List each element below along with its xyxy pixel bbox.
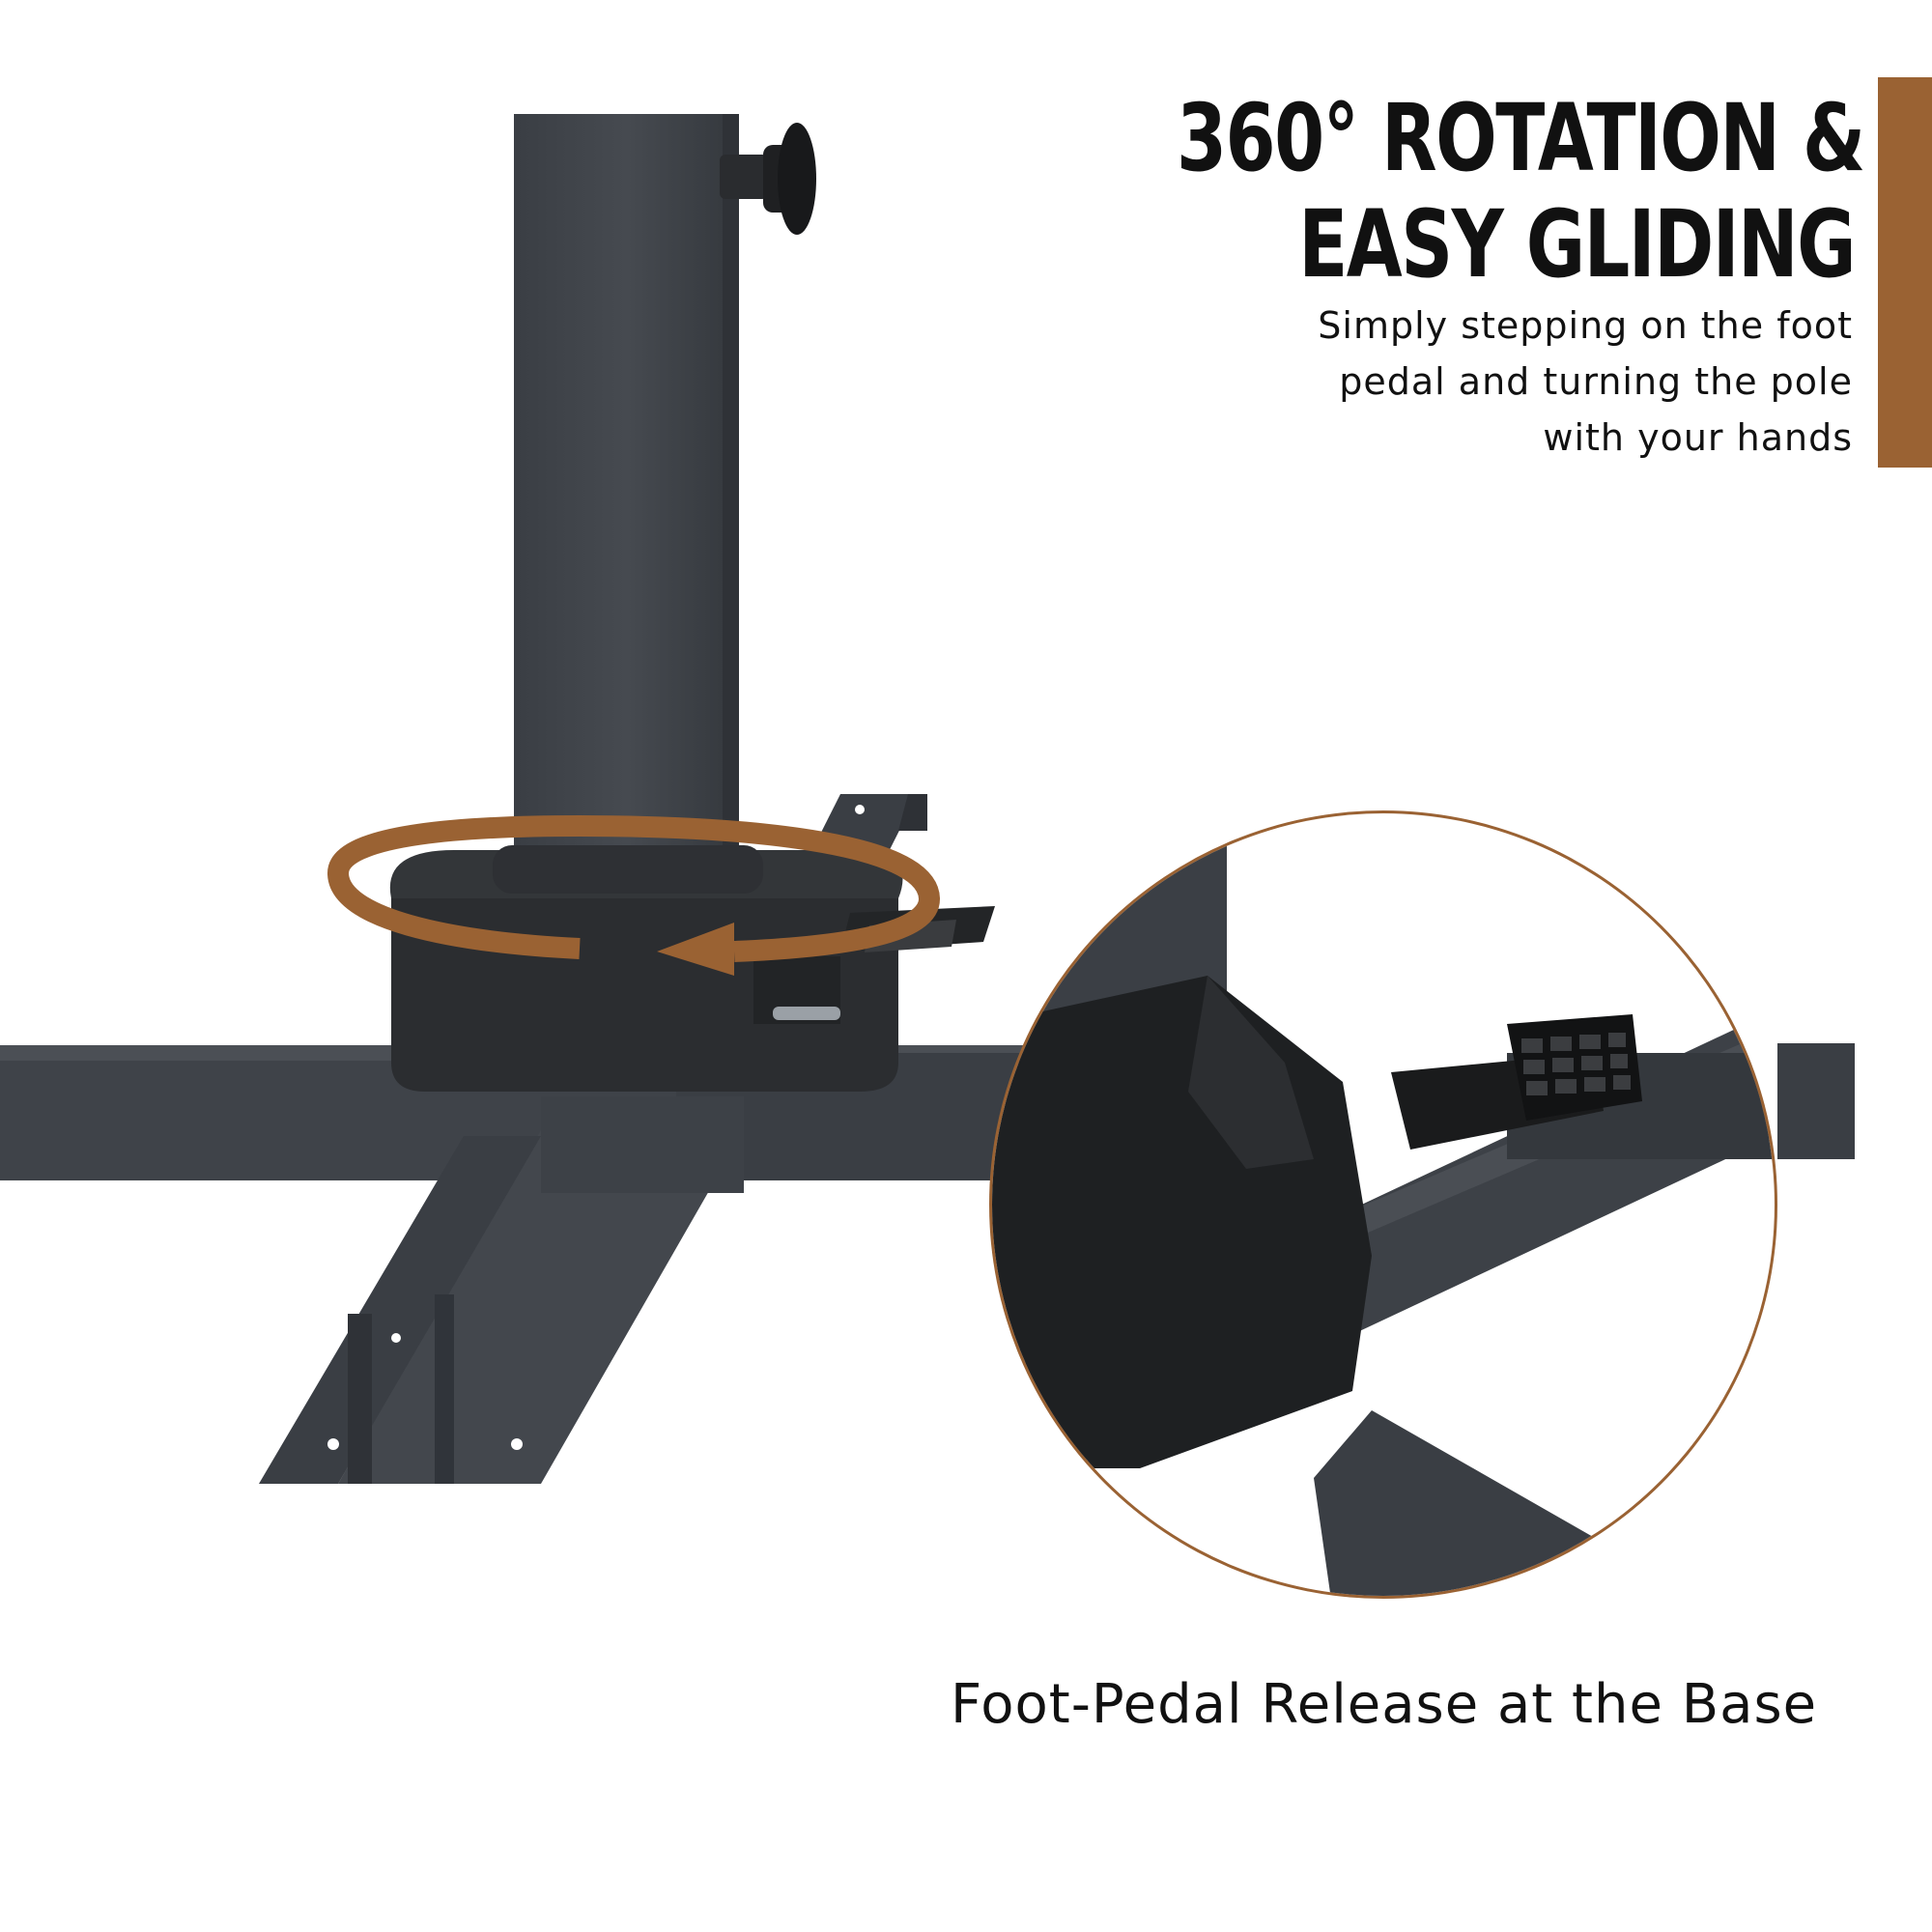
pedal-grip-closeup [1507,1014,1642,1121]
headline: 360° ROTATION & EASY GLIDING [1177,84,1865,298]
description: Simply stepping on the foot pedal and tu… [1177,298,1853,466]
accent-bar [1878,77,1932,468]
headline-line-2: EASY GLIDING [1298,190,1856,298]
description-line-2: pedal and turning the pole [1339,360,1853,403]
rotation-arrow-icon [327,814,940,976]
feature-caption: Foot-Pedal Release at the Base [951,1673,1818,1736]
base-beam-right [1777,1043,1855,1159]
zoom-detail-circle [989,810,1777,1599]
base-center-block [541,1096,744,1193]
base-rail-front [259,805,865,1484]
description-line-1: Simply stepping on the foot [1318,304,1853,347]
umbrella-pole [493,114,763,894]
tension-knob [720,123,816,235]
description-line-3: with your hands [1543,416,1853,459]
headline-line-1: 360° ROTATION & [1177,84,1865,192]
